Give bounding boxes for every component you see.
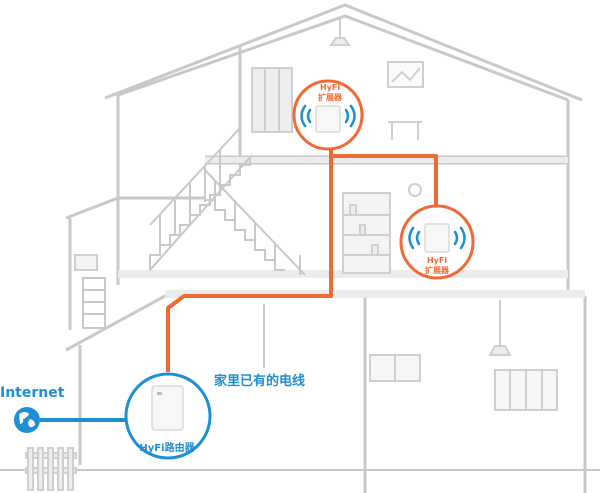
extender-mid-brand: HyFi bbox=[427, 256, 447, 265]
furniture bbox=[25, 16, 558, 491]
hyfi-extender-top: HyFi 扩展器 bbox=[292, 79, 364, 151]
powerline-label: 家里已有的电线 bbox=[214, 373, 305, 389]
globe-icon bbox=[14, 407, 40, 433]
extender-top-name: 扩展器 bbox=[318, 92, 343, 102]
router-label: HyFi路由器 bbox=[139, 441, 195, 454]
extender-mid-name: 扩展器 bbox=[425, 265, 450, 275]
floor-slab-top bbox=[205, 157, 568, 163]
hyfi-router: HyFi路由器 bbox=[124, 372, 212, 460]
staircase bbox=[82, 127, 306, 329]
extender-top-brand: HyFi bbox=[320, 83, 340, 92]
wardrobe bbox=[251, 67, 293, 133]
ground-lamp bbox=[488, 345, 512, 356]
powerline-wire bbox=[166, 140, 438, 372]
hyfi-extender-mid: HyFi 扩展器 bbox=[399, 204, 475, 280]
ceiling-lamp bbox=[329, 37, 351, 46]
wifi-signal-icon bbox=[408, 226, 466, 250]
extender-top-device bbox=[315, 105, 341, 133]
fence bbox=[25, 447, 77, 491]
wifi-signal-icon bbox=[300, 104, 356, 128]
router-device bbox=[151, 385, 184, 431]
extender-mid-device bbox=[424, 223, 450, 253]
wall-clock bbox=[408, 183, 422, 197]
floor-slab-ground bbox=[165, 290, 585, 298]
internet-label: Internet bbox=[0, 385, 65, 401]
